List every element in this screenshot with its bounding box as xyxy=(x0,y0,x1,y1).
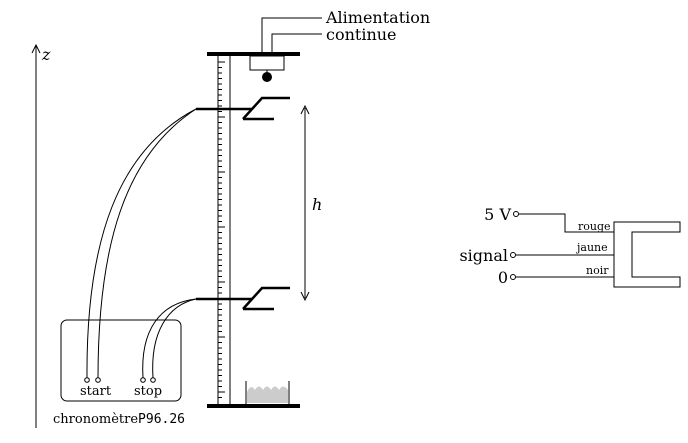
z-axis-label: z xyxy=(41,45,51,64)
bottom-bar xyxy=(207,404,300,408)
top-bar xyxy=(207,52,300,56)
wire-black-label: noir xyxy=(586,264,609,277)
sand xyxy=(247,386,288,403)
pin-5v-label: 5 V xyxy=(484,205,511,224)
wire-red-label: rouge xyxy=(578,220,611,233)
pin-signal-terminal xyxy=(510,252,516,258)
electromagnet xyxy=(249,17,322,82)
photogate-lower xyxy=(196,286,290,311)
chrono-stop-label: stop xyxy=(134,384,162,399)
ruler xyxy=(217,56,231,404)
gate-sensor-shape xyxy=(613,221,681,288)
height-label: h xyxy=(312,195,322,214)
height-dimension xyxy=(300,104,310,302)
connector-wiring xyxy=(516,213,614,278)
start-terminal-2 xyxy=(95,377,101,383)
power-label-line1: Alimentation xyxy=(325,8,430,27)
wire-yellow-label: jaune xyxy=(575,241,608,254)
pin-signal-label: signal xyxy=(459,246,508,265)
pin-5v-terminal xyxy=(513,211,519,217)
chrono-caption: chronomètreP96.26 xyxy=(53,412,185,427)
steel-ball xyxy=(262,72,272,82)
pin-0-terminal xyxy=(510,274,516,280)
start-terminal-1 xyxy=(84,377,90,383)
stop-terminal-1 xyxy=(140,377,146,383)
photogate-upper xyxy=(196,96,290,121)
power-label-line2: continue xyxy=(326,25,397,44)
stop-terminal-2 xyxy=(150,377,156,383)
chrono-caption-prefix: chronomètre xyxy=(53,412,138,427)
cable-start xyxy=(86,108,197,379)
receptacle xyxy=(245,381,290,404)
chronometer-box xyxy=(60,319,182,402)
z-axis xyxy=(31,43,41,428)
cable-stop xyxy=(142,298,197,379)
pin-0-label: 0 xyxy=(498,268,508,287)
chrono-start-label: start xyxy=(80,384,112,399)
chrono-caption-model: P96.26 xyxy=(138,412,185,427)
